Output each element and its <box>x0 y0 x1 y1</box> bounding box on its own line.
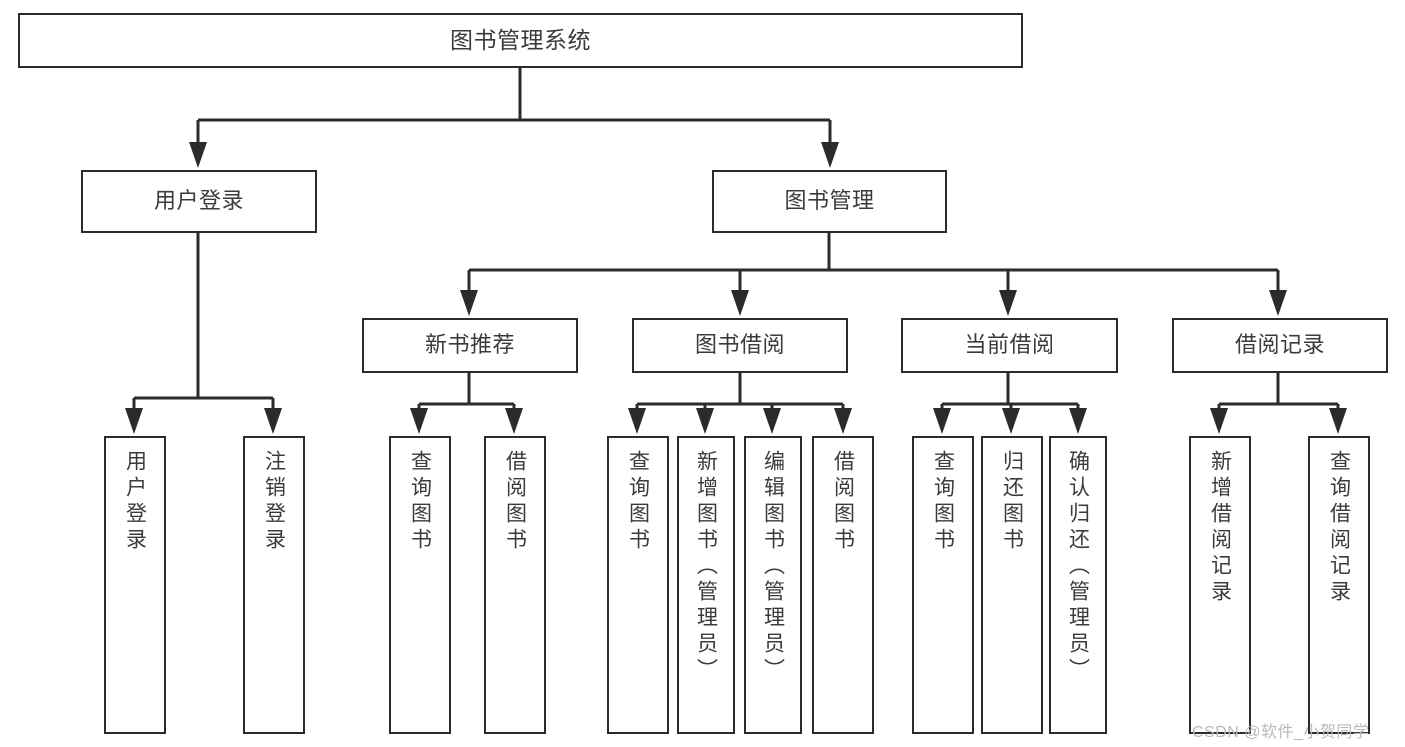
bus-borrow-record-arrowhead-0 <box>1210 408 1228 434</box>
bus-user-login-arrowhead-0 <box>125 408 143 434</box>
node-label-leaf-edit-book: 编辑图书（管理员） <box>761 450 785 684</box>
bus-book-borrow-arrowhead-3 <box>834 408 852 434</box>
node-borrow-record[interactable]: 借阅记录 <box>1172 318 1388 373</box>
node-leaf-return[interactable]: 归还图书 <box>981 436 1043 734</box>
node-label-leaf-borrow-1: 借阅图书 <box>503 450 527 554</box>
bus-book-borrow-arrowhead-2 <box>763 408 781 434</box>
bus-root-arrowhead-0 <box>189 142 207 168</box>
bus-root-arrowhead-1 <box>821 142 839 168</box>
node-label-leaf-add-book: 新增图书（管理员） <box>694 450 718 684</box>
node-label-leaf-borrow-2: 借阅图书 <box>831 450 855 554</box>
node-leaf-add-rec[interactable]: 新增借阅记录 <box>1189 436 1251 734</box>
bus-book-borrow-arrowhead-1 <box>696 408 714 434</box>
node-label-leaf-query-rec: 查询借阅记录 <box>1327 450 1351 606</box>
node-book-manage[interactable]: 图书管理 <box>712 170 947 233</box>
node-leaf-query-2[interactable]: 查询图书 <box>607 436 669 734</box>
node-label-book-borrow: 图书借阅 <box>694 332 785 358</box>
node-leaf-borrow-2[interactable]: 借阅图书 <box>812 436 874 734</box>
node-leaf-user-login[interactable]: 用户登录 <box>104 436 166 734</box>
bus-book-borrow-arrowhead-0 <box>628 408 646 434</box>
node-root[interactable]: 图书管理系统 <box>18 13 1023 68</box>
node-new-book-rec[interactable]: 新书推荐 <box>362 318 578 373</box>
node-label-user-login: 用户登录 <box>153 188 244 214</box>
node-label-leaf-query-2: 查询图书 <box>626 450 650 554</box>
bus-book-manage-arrowhead-1 <box>731 290 749 316</box>
node-leaf-logout[interactable]: 注销登录 <box>243 436 305 734</box>
node-label-current-borrow: 当前借阅 <box>964 332 1055 358</box>
node-label-leaf-query-3: 查询图书 <box>931 450 955 554</box>
node-label-leaf-query-1: 查询图书 <box>408 450 432 554</box>
bus-current-borrow-arrowhead-0 <box>933 408 951 434</box>
bus-borrow-record-arrowhead-1 <box>1329 408 1347 434</box>
bus-book-manage-arrowhead-2 <box>999 290 1017 316</box>
node-user-login[interactable]: 用户登录 <box>81 170 317 233</box>
node-label-leaf-add-rec: 新增借阅记录 <box>1208 450 1232 606</box>
node-leaf-query-rec[interactable]: 查询借阅记录 <box>1308 436 1370 734</box>
node-label-root: 图书管理系统 <box>450 26 591 53</box>
node-leaf-edit-book[interactable]: 编辑图书（管理员） <box>744 436 802 734</box>
node-leaf-borrow-1[interactable]: 借阅图书 <box>484 436 546 734</box>
node-leaf-query-3[interactable]: 查询图书 <box>912 436 974 734</box>
node-leaf-query-1[interactable]: 查询图书 <box>389 436 451 734</box>
node-book-borrow[interactable]: 图书借阅 <box>632 318 848 373</box>
bus-current-borrow-arrowhead-1 <box>1002 408 1020 434</box>
node-label-leaf-confirm: 确认归还（管理员） <box>1066 450 1090 684</box>
bus-book-manage-arrowhead-3 <box>1269 290 1287 316</box>
node-leaf-add-book[interactable]: 新增图书（管理员） <box>677 436 735 734</box>
bus-user-login-arrowhead-1 <box>264 408 282 434</box>
node-leaf-confirm[interactable]: 确认归还（管理员） <box>1049 436 1107 734</box>
bus-current-borrow-arrowhead-2 <box>1069 408 1087 434</box>
bus-new-book-rec-arrowhead-1 <box>505 408 523 434</box>
node-label-book-manage: 图书管理 <box>784 188 875 214</box>
node-label-new-book-rec: 新书推荐 <box>424 332 515 358</box>
bus-book-manage-arrowhead-0 <box>460 290 478 316</box>
node-label-leaf-user-login: 用户登录 <box>123 450 147 554</box>
bus-new-book-rec-arrowhead-0 <box>410 408 428 434</box>
node-current-borrow[interactable]: 当前借阅 <box>901 318 1118 373</box>
node-label-leaf-logout: 注销登录 <box>262 450 286 554</box>
node-label-borrow-record: 借阅记录 <box>1234 332 1325 358</box>
node-label-leaf-return: 归还图书 <box>1000 450 1024 554</box>
